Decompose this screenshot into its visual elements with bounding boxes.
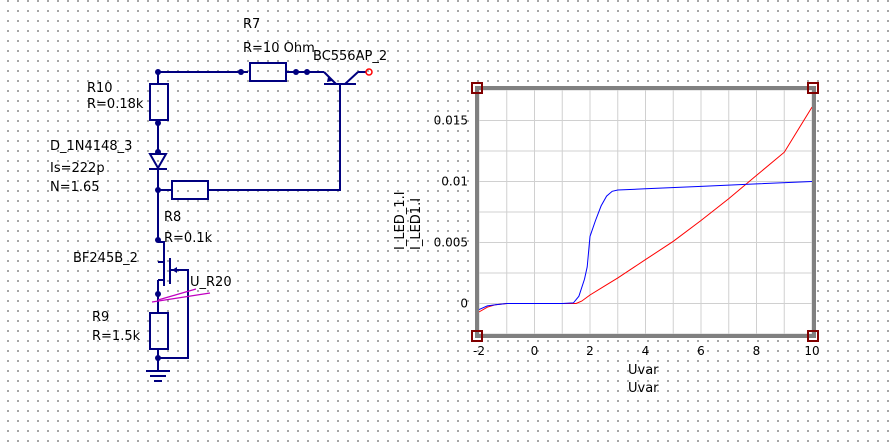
series-lines <box>478 106 813 313</box>
x-tick-label: 6 <box>697 344 705 358</box>
r10-name-label: R10 <box>87 81 113 96</box>
diode-n-label: N=1.65 <box>50 180 100 195</box>
bc556-name-label: BC556AP_2 <box>313 49 387 64</box>
y-axis-label-series-1: I_LED_1.I <box>393 191 408 250</box>
y-axis-label-series-2: I_LED1.I <box>409 198 424 250</box>
r9-value-label: R=1.5k <box>92 329 141 344</box>
diode-1n4148[interactable] <box>148 153 168 171</box>
diode-is-label: Is=222p <box>50 161 105 176</box>
y-tick-label: 0.015 <box>434 114 468 128</box>
resistor-r9[interactable] <box>149 312 169 350</box>
port-terminal[interactable] <box>365 68 373 76</box>
x-axis-label-series-2: Uvar <box>628 363 659 378</box>
diagram-plot[interactable]: -2 0 2 4 6 8 10 0 0.005 0.01 0.015 I_LED_1.I I_LE… <box>393 82 820 396</box>
wires <box>157 71 341 370</box>
transistor-bc556[interactable] <box>323 68 373 85</box>
r9-name-label: R9 <box>92 310 109 325</box>
r8-name-label: R8 <box>164 210 181 225</box>
plot-frame <box>475 86 816 338</box>
resistor-r10[interactable] <box>149 83 169 121</box>
x-tick-label: 8 <box>753 344 761 358</box>
y-tick-label: 0.01 <box>441 175 468 189</box>
y-tick-label: 0 <box>460 297 468 311</box>
x-axis-label-series-1: Uvar <box>628 381 659 396</box>
junctions <box>155 69 310 361</box>
resistor-r8[interactable] <box>171 180 209 200</box>
jfet-bf245b[interactable] <box>157 258 180 287</box>
x-tick-label: 2 <box>586 344 594 358</box>
x-tick-label: 0 <box>531 344 539 358</box>
diode-name-label: D_1N4148_3 <box>50 139 132 154</box>
voltage-probe-icon[interactable] <box>151 288 211 303</box>
r8-value-label: R=0.1k <box>164 231 213 246</box>
resize-handle-top-right[interactable] <box>807 82 819 94</box>
r7-name-label: R7 <box>243 17 260 32</box>
r7-value-label: R=10 Ohm <box>243 41 315 56</box>
x-tick-label: 4 <box>642 344 650 358</box>
series-line-2 <box>478 181 813 311</box>
resistor-r7[interactable] <box>249 62 287 82</box>
x-tick-labels: -2 0 2 4 6 8 10 <box>473 344 820 358</box>
resize-handle-top-left[interactable] <box>471 82 483 94</box>
resize-handle-bottom-left[interactable] <box>471 330 483 342</box>
y-tick-label: 0.005 <box>434 236 468 250</box>
x-tick-label: -2 <box>473 344 485 358</box>
probe-name-label: U_R20 <box>190 275 232 290</box>
y-tick-labels: 0 0.005 0.01 0.015 <box>434 114 468 311</box>
r10-value-label: R=0.18k <box>87 97 144 112</box>
resize-handle-bottom-right[interactable] <box>807 330 819 342</box>
x-tick-label: 10 <box>804 344 819 358</box>
ground-icon <box>146 370 170 382</box>
jfet-name-label: BF245B_2 <box>73 251 138 266</box>
resize-handles[interactable] <box>471 82 819 342</box>
